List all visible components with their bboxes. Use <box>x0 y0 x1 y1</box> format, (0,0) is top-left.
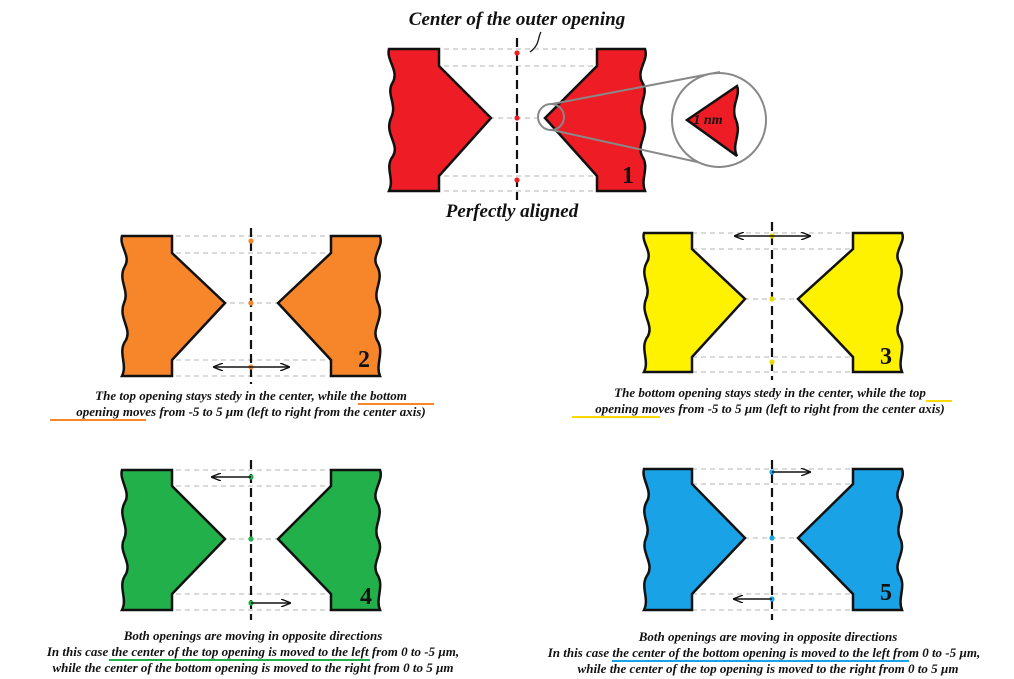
panel-4-left-wall <box>119 468 227 612</box>
panel-1-number: 1 <box>622 163 634 189</box>
panel-1: Center of the outer opening 1 nm 1 Perfe… <box>387 9 767 222</box>
panel-5-left-wall <box>641 467 747 612</box>
panel-1-top-center-dot <box>514 50 520 56</box>
panel-4-caption-line-3: while the center of the bottom opening i… <box>52 660 453 675</box>
panel-3-mid-center-dot <box>769 296 775 302</box>
panel-3-caption-line-2: opening moves from -5 to 5 µm (left to r… <box>595 401 944 416</box>
panel-1-right-wall <box>543 47 648 193</box>
panel-2-right-wall <box>276 234 383 378</box>
panel-5-caption-line-2: In this case the center of the bottom op… <box>547 645 981 660</box>
zoom-source-circle <box>537 103 565 131</box>
panel-3: 3 The bottom opening stays stedy in the … <box>572 222 952 418</box>
panel-5-number: 5 <box>880 580 892 606</box>
panel-4-caption-line-1: Both openings are moving in opposite dir… <box>123 628 383 643</box>
panel-3-right-wall <box>796 231 905 374</box>
outer-opening-center-label: Center of the outer opening <box>409 9 625 30</box>
panel-2-mid-center-dot <box>248 300 254 306</box>
label-leader-line <box>529 31 542 53</box>
panel-2-number: 2 <box>358 347 370 373</box>
zoom-scale-label: 1 nm <box>693 113 722 128</box>
panel-2-caption-line-2: opening moves from -5 to 5 µm (left to r… <box>76 404 425 419</box>
panel-5-right-wall <box>796 467 905 612</box>
zoom-line-bottom <box>551 129 721 168</box>
panel-2-caption-line-1: The top opening stays stedy in the cente… <box>95 388 407 403</box>
panel-3-left-wall <box>641 231 747 374</box>
panel-2-left-wall <box>119 234 227 378</box>
panel-1-guides <box>408 48 630 192</box>
panel-3-caption-line-1: The bottom opening stays stedy in the ce… <box>614 385 926 400</box>
zoomed-tip <box>684 84 740 158</box>
panel-3-bottom-center-dot <box>769 359 775 365</box>
panel-4: 4 Both openings are moving in opposite d… <box>46 460 459 675</box>
panel-4-right-wall <box>276 468 383 612</box>
zoom-line-top <box>551 71 721 105</box>
panel-1-bottom-center-dot <box>514 177 520 183</box>
panel-1-mid-center-dot <box>514 115 520 121</box>
panel-5-caption-line-1: Both openings are moving in opposite dir… <box>638 629 898 644</box>
panel-1-left-wall <box>387 47 493 193</box>
panel-4-number: 4 <box>360 584 372 610</box>
panel-2-top-center-dot <box>248 238 254 244</box>
panel-3-number: 3 <box>880 344 892 370</box>
perfectly-aligned-label: Perfectly aligned <box>445 201 579 222</box>
panel-4-caption-line-2: In this case the center of the top openi… <box>46 644 459 659</box>
panel-5-caption-line-3: while the center of the top opening is m… <box>578 661 959 676</box>
panel-2: 2 The top opening stays stedy in the cen… <box>50 228 434 421</box>
panel-4-mid-center-dot <box>248 536 254 542</box>
panel-5: 5 Both openings are moving in opposite d… <box>547 460 981 676</box>
panel-5-mid-center-dot <box>769 535 775 541</box>
